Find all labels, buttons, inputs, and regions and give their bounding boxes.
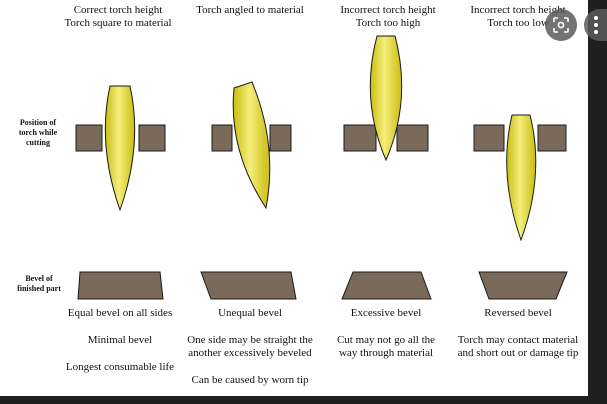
row-label-bevel: Bevel of finished part (8, 274, 70, 294)
note-reversed-bevel: Reversed bevel (484, 307, 552, 319)
torch-position-angled (211, 81, 292, 210)
more-vertical-icon (594, 30, 598, 34)
note-incomplete-cut: Cut may not go all the way through mater… (316, 334, 456, 360)
more-vertical-icon (594, 23, 598, 27)
plate-right (396, 124, 429, 152)
label-line: cutting (26, 138, 50, 147)
torch-position-correct (75, 85, 166, 212)
label-line: Bevel of (25, 274, 53, 283)
note-unequal-bevel: Unequal bevel (218, 307, 282, 319)
column-title-angled: Torch angled to material (180, 4, 320, 17)
torch-flame (104, 85, 136, 212)
torch-flame (369, 35, 403, 162)
bevel-excessive (341, 271, 432, 300)
torch-flame (232, 81, 271, 210)
column-title-too-high: Incorrect torch height Torch too high (318, 4, 458, 30)
image-frame-bottom (0, 396, 607, 404)
row-label-position: Position of torch while cutting (8, 118, 68, 148)
note-line: way through material (338, 347, 434, 359)
note-excessive-bevel: Excessive bevel (350, 307, 422, 319)
note-worn-tip: Can be caused by worn tip (191, 374, 309, 386)
bevel-equal (77, 271, 164, 300)
title-line: Torch too low (487, 17, 549, 29)
bevel-unequal (200, 271, 297, 300)
more-options-button[interactable] (584, 9, 607, 41)
torch-position-too-high (343, 35, 429, 162)
column-title-correct: Correct torch height Torch square to mat… (48, 4, 188, 30)
lens-search-button[interactable] (545, 9, 577, 41)
note-contact-material: Torch may contact material and short out… (448, 334, 588, 360)
plate-left (75, 124, 103, 152)
plate-left (211, 124, 233, 152)
note-minimal-bevel: Minimal bevel (87, 334, 153, 346)
plate-right (269, 124, 292, 152)
title-line: Incorrect torch height (340, 4, 436, 16)
torch-flame (506, 114, 537, 242)
image-frame-right (588, 0, 607, 404)
plate-right (537, 124, 567, 152)
note-longest-life: Longest consumable life (65, 361, 175, 373)
title-line: Correct torch height (73, 4, 163, 16)
title-line: Torch square to material (64, 17, 172, 29)
note-straight-side: One side may be straight the another exc… (180, 334, 320, 360)
torch-position-too-low (473, 114, 567, 242)
note-line: another excessively beveled (188, 347, 312, 359)
note-line: One side may be straight the (187, 334, 313, 346)
more-vertical-icon (594, 16, 598, 20)
label-line: torch while (18, 128, 58, 137)
label-line: Position of (19, 118, 57, 127)
title-line: Incorrect torch height (470, 4, 566, 16)
plate-left (343, 124, 377, 152)
lens-search-icon (553, 17, 569, 33)
note-line: and short out or damage tip (457, 347, 579, 359)
note-line: Torch may contact material (457, 334, 579, 346)
column-title-too-low: Incorrect torch height Torch too low (450, 4, 586, 30)
note-equal-bevel: Equal bevel on all sides (67, 307, 173, 319)
title-line: Torch angled to material (196, 4, 304, 16)
note-line: Cut may not go all the (336, 334, 436, 346)
plate-left (473, 124, 505, 152)
title-line: Torch too high (355, 17, 421, 29)
bevel-reversed (478, 271, 568, 300)
label-line: finished part (17, 284, 61, 293)
plate-right (138, 124, 166, 152)
